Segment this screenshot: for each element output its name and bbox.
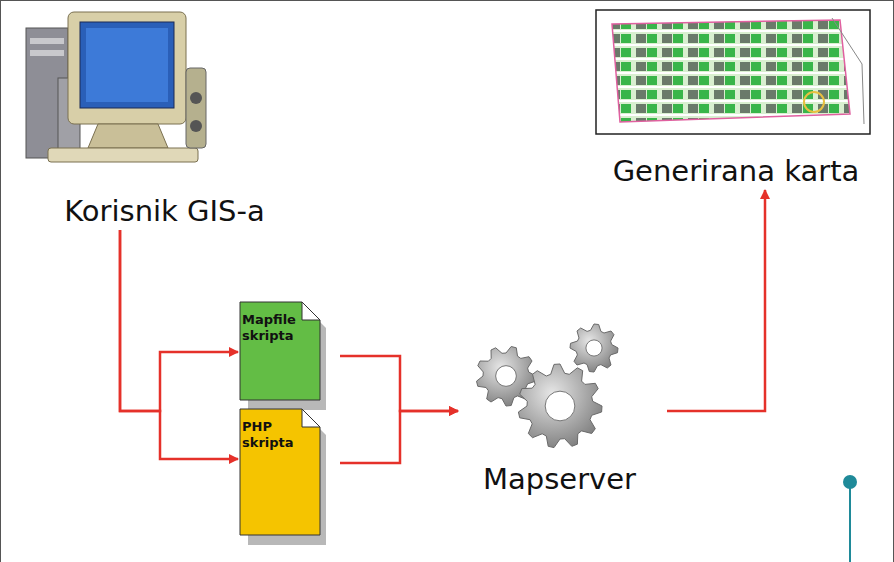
document-label: Mapfile skripta	[242, 312, 304, 344]
decor-dot	[843, 475, 857, 489]
user-node: Korisnik GIS-a	[18, 8, 311, 230]
node-label: Generirana karta	[582, 154, 890, 188]
flow-arrow	[340, 411, 458, 463]
decor-line	[849, 482, 851, 562]
document-label: PHP skripta	[242, 419, 304, 451]
node-label: Mapserver	[448, 462, 671, 496]
server-node: Mapserver	[448, 318, 671, 498]
flow-arrow	[340, 356, 458, 411]
node-label: Korisnik GIS-a	[18, 194, 311, 228]
flow-arrow	[667, 190, 765, 411]
script-document: Mapfile skripta	[238, 300, 338, 412]
flow-arrow	[120, 230, 238, 411]
script-document: PHP skripta	[238, 407, 338, 547]
map-node: Generirana karta	[582, 4, 890, 190]
flow-arrow	[120, 230, 238, 459]
